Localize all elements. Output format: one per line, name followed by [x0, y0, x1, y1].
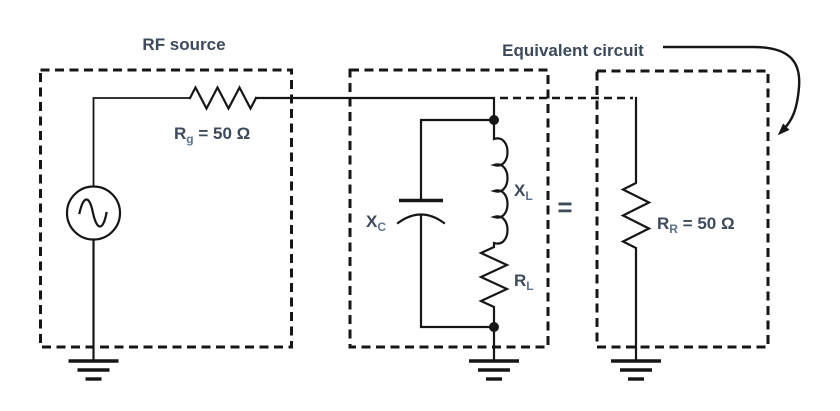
- xc-label: XC: [366, 212, 386, 234]
- xl-label: XL: [514, 181, 533, 203]
- wire: [419, 214, 491, 329]
- resistor-rg-symbol: [188, 85, 258, 111]
- rf-source-title: RF source: [142, 35, 225, 54]
- equivalent-circuit-title: Equivalent circuit: [502, 41, 644, 60]
- wire: [92, 97, 191, 188]
- resistor-rr-symbol: [620, 96, 652, 362]
- rf-source-dashed-box: [39, 68, 293, 349]
- rr-label: RR = 50 Ω: [657, 214, 735, 236]
- wire: [419, 118, 491, 200]
- rg-label: Rg = 50 Ω: [174, 124, 250, 146]
- junction-dot: [489, 322, 499, 332]
- rl-label: RL: [514, 271, 534, 293]
- ground-icon: [611, 359, 661, 381]
- ground-icon: [68, 359, 119, 381]
- equivalent-circuit-dashed-box: [595, 69, 770, 349]
- wire: [254, 96, 496, 118]
- curved-arrow-icon: [663, 45, 801, 132]
- equals-sign: =: [557, 192, 572, 222]
- arrowhead-icon: [777, 123, 790, 136]
- inductor-xl-and-resistor-rl-symbol: [478, 123, 510, 363]
- junction-dot: [489, 115, 499, 125]
- sine-wave-icon: [78, 198, 108, 228]
- matching-network-dashed-box: [348, 68, 550, 349]
- ground-icon: [469, 359, 519, 381]
